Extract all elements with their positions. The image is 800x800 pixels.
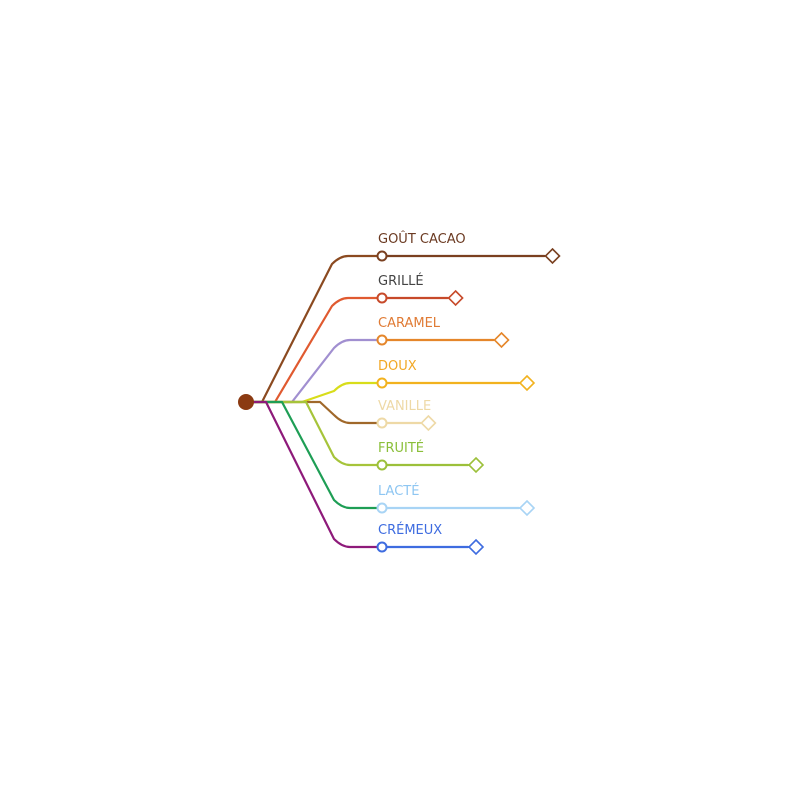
branch-node[interactable]	[376, 250, 388, 262]
branch-connector	[244, 400, 384, 425]
branch-connector	[244, 338, 384, 404]
branch-connector	[244, 254, 384, 404]
branch-node[interactable]	[376, 541, 388, 553]
branch-label: FRUITÉ	[378, 440, 424, 456]
branch-connector	[244, 296, 384, 404]
branch-node[interactable]	[376, 334, 388, 346]
branch-end-diamond[interactable]	[544, 247, 561, 265]
branch-end-diamond[interactable]	[447, 289, 464, 307]
branch-node[interactable]	[376, 417, 388, 429]
branch-label: CRÉMEUX	[378, 522, 442, 538]
branch-label: CARAMEL	[378, 316, 441, 331]
branch-connector	[244, 400, 384, 549]
branch-label: LACTÉ	[378, 483, 419, 499]
branch-node[interactable]	[376, 292, 388, 304]
branch-label: GOÛT CACAO	[378, 231, 466, 247]
branches-layer: GOÛT CACAO GRILLÉ CARAMEL DOUX VANILLE FRUITÉ…	[244, 231, 561, 556]
branch-label: GRILLÉ	[378, 273, 424, 289]
branch-end-diamond[interactable]	[467, 538, 485, 556]
branch-node[interactable]	[376, 377, 388, 389]
branch-label: VANILLE	[378, 399, 431, 414]
branch-end-diamond[interactable]	[518, 499, 536, 517]
branch-connector	[244, 400, 384, 510]
branch-connector	[244, 400, 384, 467]
branch-label: DOUX	[378, 359, 417, 374]
branch-end-diamond[interactable]	[467, 456, 485, 474]
branch-node[interactable]	[376, 459, 388, 471]
branch-connector	[244, 381, 384, 404]
root-node[interactable]	[238, 394, 254, 410]
branch-end-diamond[interactable]	[420, 414, 437, 432]
branch-end-diamond[interactable]	[518, 374, 536, 392]
branch-end-diamond[interactable]	[493, 331, 510, 349]
branch-node[interactable]	[376, 502, 388, 514]
